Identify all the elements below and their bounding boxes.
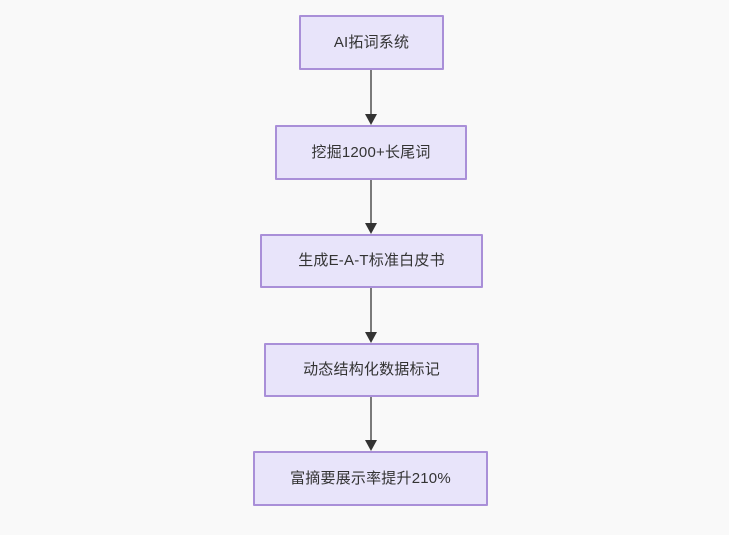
edge-n4-n5 — [365, 397, 377, 451]
flow-node-mine-longtail-keywords[interactable]: 挖掘1200+长尾词 — [275, 125, 467, 180]
edge-n1-n2 — [365, 70, 377, 125]
flow-node-label: 挖掘1200+长尾词 — [311, 143, 431, 161]
flow-node-label: 动态结构化数据标记 — [303, 361, 440, 378]
flow-node-label: 生成E-A-T标准白皮书 — [298, 252, 445, 269]
edge-n3-n4 — [365, 288, 377, 343]
flow-node-ai-keyword-system[interactable]: AI拓词系统 — [299, 15, 444, 70]
flow-node-label: AI拓词系统 — [333, 33, 410, 51]
flow-node-generate-eat-whitepaper[interactable]: 生成E-A-T标准白皮书 — [260, 234, 483, 288]
edge-n2-n3 — [365, 180, 377, 234]
flow-node-dynamic-structured-data[interactable]: 动态结构化数据标记 — [264, 343, 479, 397]
flow-node-label: 富摘要展示率提升210% — [290, 469, 451, 487]
flow-node-rich-snippet-uplift[interactable]: 富摘要展示率提升210% — [253, 451, 488, 506]
